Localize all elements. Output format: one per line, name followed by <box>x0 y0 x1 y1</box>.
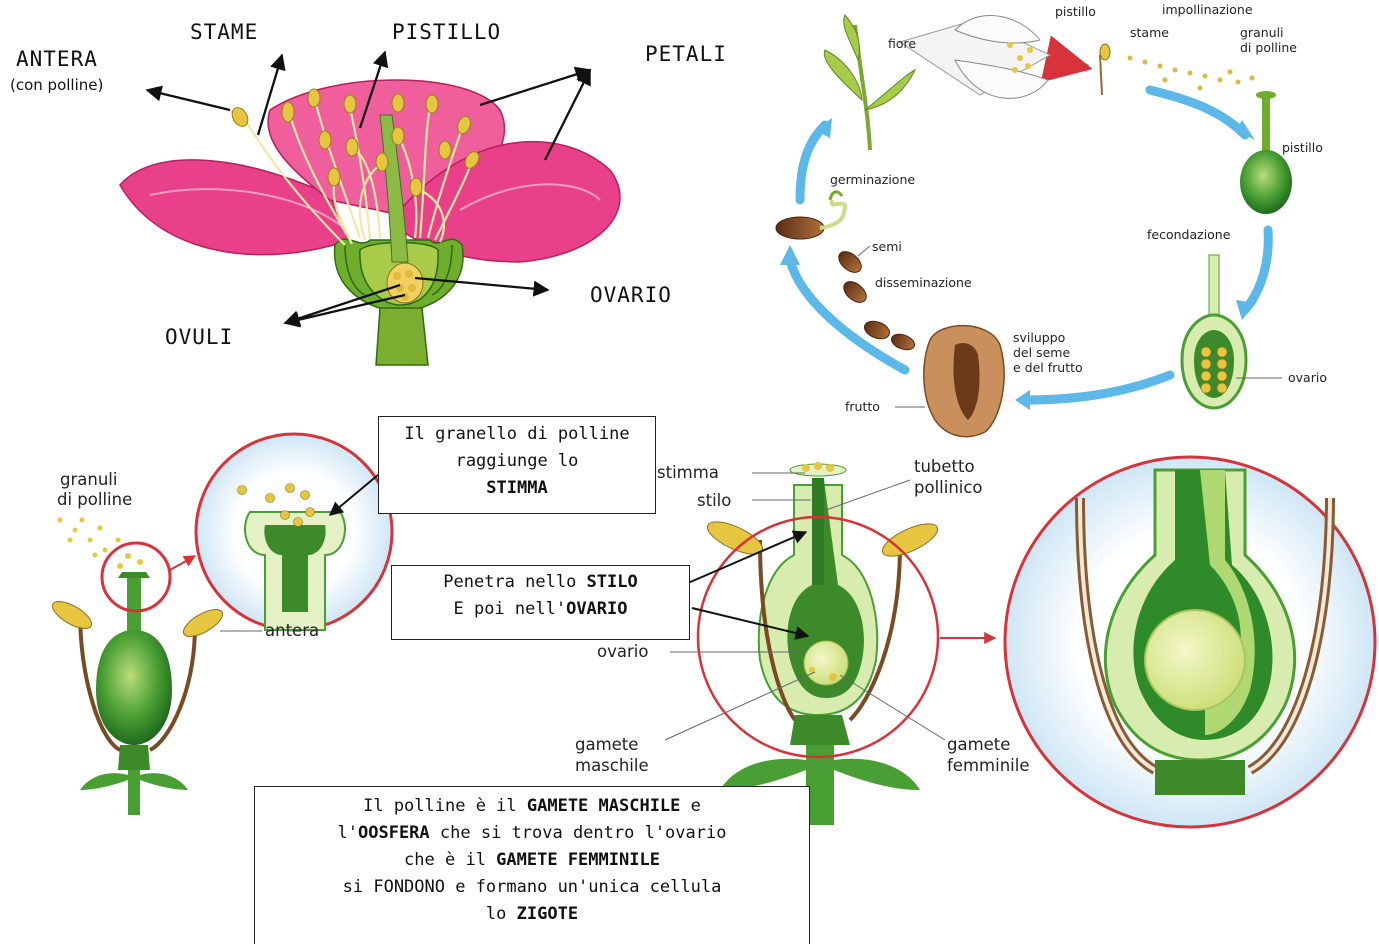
bottom-label-ovario: ovario <box>597 642 648 661</box>
cycle-label-frutto: frutto <box>845 399 880 414</box>
zigote-l2-a: l' <box>338 823 358 843</box>
label-ovuli: OVULI <box>165 325 233 349</box>
cycle-label-pistillo-right: pistillo <box>1282 140 1323 155</box>
callout-stilo-line2-text: E poi nell' <box>453 599 566 619</box>
zigote-l3-keyword: GAMETE FEMMINILE <box>496 850 660 870</box>
cycle-label-germinazione: germinazione <box>830 172 915 187</box>
cycle-label-impollinazione: impollinazione <box>1162 2 1253 17</box>
bottom-label-gamete-f-2: femminile <box>947 756 1029 775</box>
callout-stimma-line1: Il granello di polline <box>379 421 655 448</box>
label-antera-sub: (con polline) <box>10 76 103 94</box>
cycle-label-ovario: ovario <box>1288 370 1327 385</box>
zigote-l1-keyword: GAMETE MASCHILE <box>527 796 681 816</box>
flower-illustration <box>120 52 620 365</box>
bottom-label-stimma: stimma <box>657 463 719 482</box>
cycle-label-disseminazione: disseminazione <box>875 275 972 290</box>
cycle-label-pistillo-top: pistillo <box>1055 4 1096 19</box>
cycle-label-granuli-1: granuli <box>1240 25 1284 40</box>
cycle-label-sviluppo-1: sviluppo <box>1013 330 1065 345</box>
callout-stimma-line2: raggiunge lo <box>379 448 655 475</box>
zoomed-ovary-illustration <box>1005 457 1375 827</box>
zigote-l1-a: Il polline è il <box>363 796 527 816</box>
cycle-label-stame: stame <box>1130 25 1169 40</box>
bottom-label-tubetto-2: pollinico <box>914 478 983 497</box>
zigote-l3-a: che è il <box>404 850 496 870</box>
bottom-label-antera: antera <box>265 621 319 640</box>
bottom-label-gamete-f-1: gamete <box>947 735 1010 754</box>
callout-stimma: Il granello di polline raggiunge lo STIM… <box>378 416 656 514</box>
fertilization-illustration <box>665 462 995 825</box>
zigote-l5-keyword: ZIGOTE <box>517 904 578 924</box>
zigote-l5-a: lo <box>486 904 517 924</box>
label-antera: ANTERA <box>16 47 98 71</box>
label-pistillo: PISTILLO <box>392 20 501 44</box>
zigote-l1-c: e <box>680 796 700 816</box>
label-petali: PETALI <box>645 42 727 66</box>
bottom-label-granuli-2: di polline <box>57 490 132 509</box>
bottom-label-stilo: stilo <box>697 491 731 510</box>
cycle-label-sviluppo-2: del seme <box>1013 345 1070 360</box>
cycle-label-fiore: fiore <box>888 36 916 51</box>
zigote-l2-c: che si trova dentro l'ovario <box>430 823 727 843</box>
callout-ovario-keyword: OVARIO <box>566 599 627 619</box>
cycle-label-fecondazione: fecondazione <box>1147 227 1230 242</box>
zigote-l4: si FONDONO e formano un'unica cellula <box>255 874 809 901</box>
bottom-label-granuli-1: granuli <box>60 470 117 489</box>
label-stame: STAME <box>190 20 258 44</box>
callout-stilo: Penetra nello STILO E poi nell'OVARIO <box>391 565 690 640</box>
bottom-label-gamete-m-1: gamete <box>575 735 638 754</box>
cycle-label-semi: semi <box>872 239 902 254</box>
bottom-label-gamete-m-2: maschile <box>575 756 649 775</box>
cycle-label-sviluppo-3: e del frutto <box>1013 360 1083 375</box>
label-ovario: OVARIO <box>590 283 672 307</box>
callout-stilo-keyword: STILO <box>587 572 638 592</box>
callout-zigote: Il polline è il GAMETE MASCHILE e l'OOSF… <box>254 786 810 944</box>
callout-stilo-line1-text: Penetra nello <box>443 572 586 592</box>
callout-stimma-keyword: STIMMA <box>486 478 547 498</box>
zigote-l2-keyword: OOSFERA <box>358 823 430 843</box>
bottom-label-tubetto-1: tubetto <box>914 457 975 476</box>
cycle-label-granuli-2: di polline <box>1240 40 1297 55</box>
